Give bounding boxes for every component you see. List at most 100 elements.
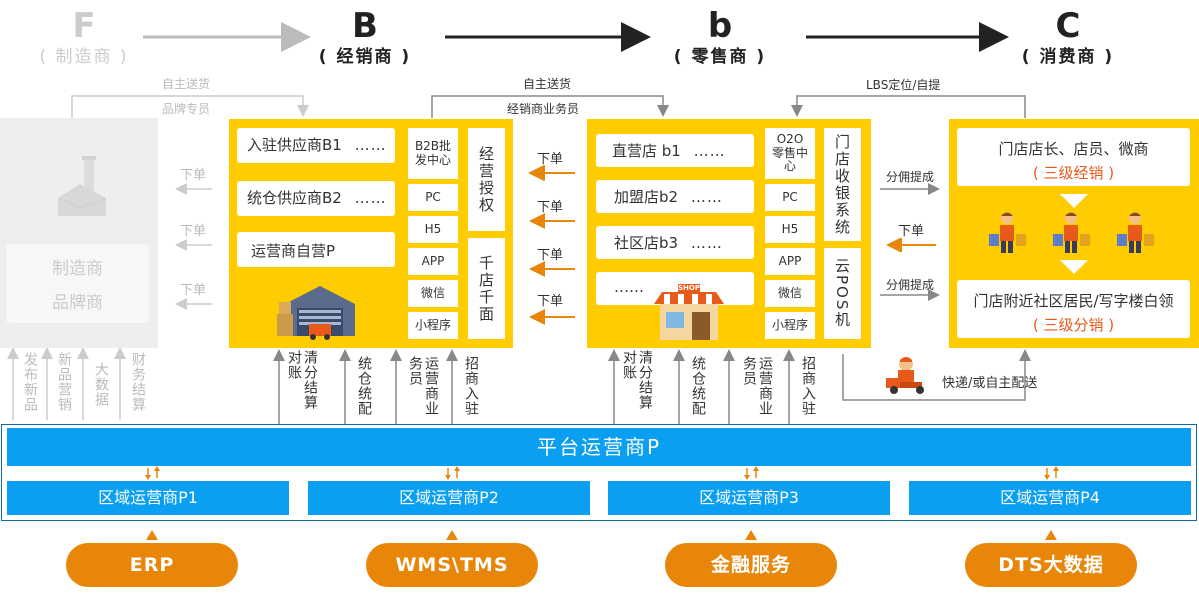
store-b1-label: 直营店 b1 (612, 142, 681, 160)
consumer-bottom-line2: ( 三级分销 ) (1032, 316, 1115, 334)
people-icon (989, 212, 1154, 253)
consumer-top-line1: 门店店长、店员、微商 (998, 140, 1149, 158)
s-link-salesman: 运营商业务员 (741, 356, 773, 416)
store-b2-dots: …… (690, 188, 723, 206)
region-p1: 区域运营商P1 (7, 481, 289, 515)
factory-icon (57, 156, 107, 216)
region-p3: 区域运营商P3 (608, 481, 890, 515)
consumer-top-line2: ( 三级经销 ) (1032, 164, 1115, 182)
supplier-b1-dots: …… (354, 136, 387, 154)
manufacturer-link-release: 发布新品 (22, 352, 38, 412)
platform-frame (1, 424, 1197, 521)
commission-top: 分佣提成 (886, 170, 935, 184)
delivery-icon (886, 357, 924, 394)
b-channel-h5: H5 (408, 216, 458, 243)
store-b3: 社区店b3 …… (596, 226, 754, 259)
flow-f-b-bottom: 品牌专员 (162, 102, 211, 116)
retailer-title: ( 零售商 ) (673, 47, 767, 67)
supplier-b2-dots: …… (354, 189, 387, 207)
manufacturer-link-bigdata: 大数据 (93, 362, 109, 407)
down-arrow-2 (1060, 260, 1088, 274)
manufacturer-order-2: 下单 (180, 224, 207, 239)
down-arrow-1 (1060, 194, 1088, 208)
b-link-warehouse: 统仓统配 (356, 356, 372, 416)
b-link-salesman: 运营商业务员 (407, 356, 439, 416)
distributor-title: ( 经销商 ) (318, 47, 412, 67)
store-b1-dots: …… (693, 142, 726, 160)
store-b2-label: 加盟店b2 (614, 188, 679, 206)
manufacturer-link-finance: 财务结算 (130, 352, 146, 412)
order-arrows-mid (529, 165, 575, 325)
s-channel-app: APP (765, 248, 815, 275)
flow-f-b-top: 自主送货 (162, 77, 211, 91)
s-link-recruit: 招商入驻 (800, 356, 816, 416)
consumer-order-arrow (886, 238, 936, 252)
manufacturer-line1: 制造商 (52, 259, 103, 279)
warehouse-icon (277, 286, 355, 340)
s-channel-h5: H5 (765, 216, 815, 243)
store-b2: 加盟店b2 …… (596, 180, 754, 213)
manufacturer-order-1: 下单 (180, 168, 207, 183)
manufacturer-order-3: 下单 (180, 283, 207, 298)
supplier-b1-label: 入驻供应商B1 (247, 136, 342, 154)
supplier-self-label: 运营商自营P (251, 242, 336, 260)
consumer-bottom-box: 门店附近社区居民/写字楼白领 ( 三级分销 ) (957, 280, 1190, 338)
b-link-settlement: 清分结算对账 (286, 350, 318, 410)
s-channel-o2o: O2O零售中心 (765, 128, 815, 179)
s-side-pos: 云POS机 (824, 248, 861, 339)
b-side-authorization: 经营授权 (468, 128, 505, 231)
platform-title: 平台运营商P (7, 428, 1191, 466)
supplier-b2-label: 统仓供应商B2 (247, 189, 342, 207)
region-p2: 区域运营商P2 (308, 481, 590, 515)
b-channel-pc: PC (408, 184, 458, 211)
flow-b-s-top: 自主送货 (523, 77, 572, 91)
store-more: …… (596, 272, 754, 305)
order-label-4: 下单 (537, 294, 564, 309)
supplier-b1: 入驻供应商B1 …… (237, 128, 395, 163)
order-label-1: 下单 (537, 152, 564, 167)
consumer-order: 下单 (898, 224, 925, 239)
service-wms: WMS\TMS (366, 543, 538, 587)
supplier-self: 运营商自营P (237, 232, 395, 267)
region-p4: 区域运营商P4 (909, 481, 1191, 515)
consumer-title: ( 消费商 ) (1021, 47, 1115, 67)
order-label-3: 下单 (537, 248, 564, 263)
store-b3-label: 社区店b3 (614, 234, 679, 252)
distributor-letter: B (352, 6, 378, 46)
manufacturer-box (6, 244, 149, 323)
consumer-bottom-line1: 门店附近社区居民/写字楼白领 (973, 292, 1174, 310)
consumer-top-box: 门店店长、店员、微商 ( 三级经销 ) (957, 128, 1190, 186)
b-channel-b2b: B2B批发中心 (408, 128, 458, 179)
manufacturer-line2: 品牌商 (52, 293, 103, 313)
b-channel-miniapp: 小程序 (408, 312, 458, 339)
shop-sign: SHOP (678, 284, 700, 292)
consumer-letter: C (1055, 6, 1081, 46)
b-link-recruit: 招商入驻 (463, 356, 479, 416)
service-finance: 金融服务 (665, 543, 837, 587)
order-label-2: 下单 (537, 200, 564, 215)
service-erp: ERP (66, 543, 238, 587)
manufacturer-letter: F (72, 6, 96, 46)
store-more-label: …… (614, 278, 644, 296)
manufacturer-title: ( 制造商 ) (39, 47, 129, 67)
s-channel-pc: PC (765, 184, 815, 211)
b-channel-wechat: 微信 (408, 280, 458, 307)
s-link-warehouse: 统仓统配 (690, 356, 706, 416)
b-side-personalized: 千店千面 (468, 238, 505, 339)
s-channel-miniapp: 小程序 (765, 312, 815, 339)
s-channel-wechat: 微信 (765, 280, 815, 307)
service-dts: DTS大数据 (965, 543, 1137, 587)
b-channel-app: APP (408, 248, 458, 275)
shop-icon (654, 284, 724, 340)
flow-b-s-bottom: 经销商业务员 (507, 102, 580, 116)
store-b1: 直营店 b1 …… (596, 134, 754, 167)
retailer-letter: b (707, 6, 733, 46)
s-side-cashier: 门店收银系统 (824, 128, 861, 241)
s-link-settlement: 清分结算对账 (621, 350, 653, 410)
manufacturer-link-marketing: 新品营销 (56, 352, 72, 412)
store-b3-dots: …… (690, 234, 723, 252)
flow-c-s: LBS定位/自提 (866, 78, 941, 92)
commission-bottom: 分佣提成 (886, 278, 935, 292)
delivery-label: 快递/或自主配送 (942, 376, 1038, 391)
